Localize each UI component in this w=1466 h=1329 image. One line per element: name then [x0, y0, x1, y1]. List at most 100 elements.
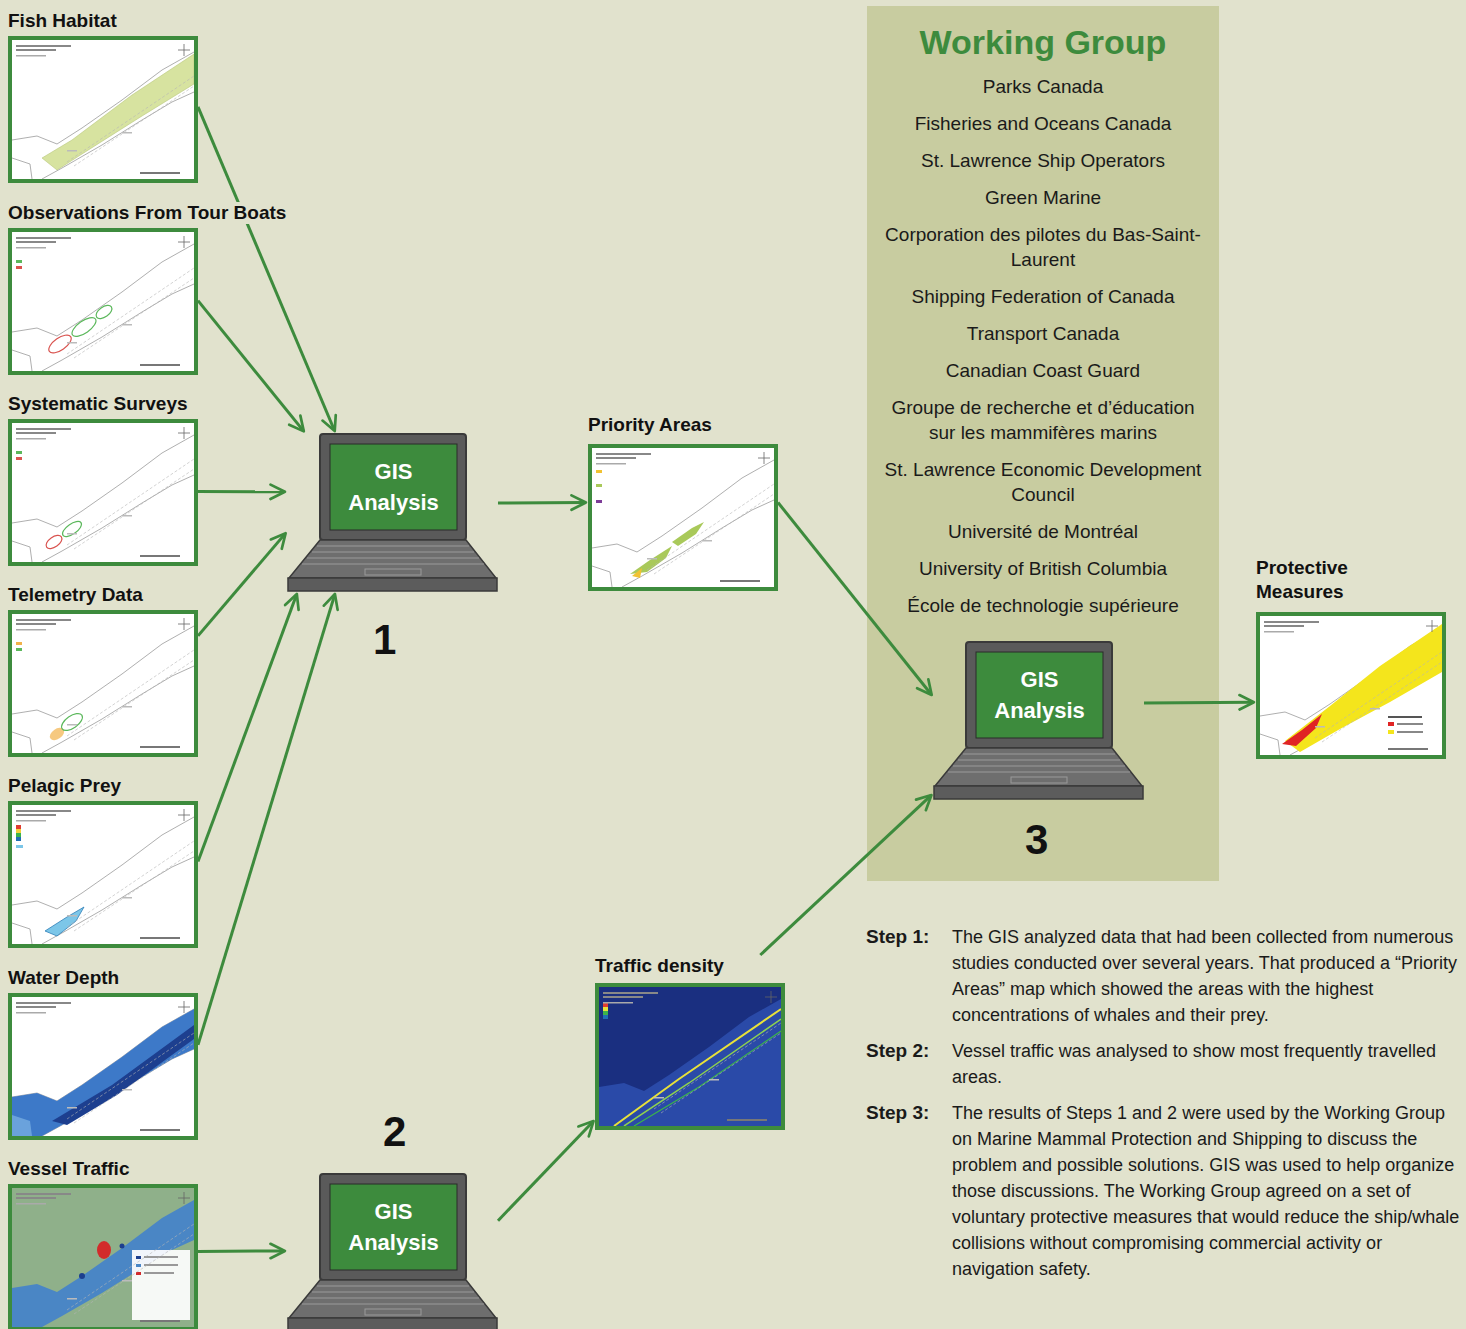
illustration-part: [596, 484, 602, 487]
illustration-part: [122, 132, 132, 134]
illustration-part: [603, 1015, 608, 1019]
illustration-part: [42, 284, 194, 371]
illustration-part: [596, 470, 602, 473]
illustration-part: [12, 732, 32, 753]
callout-number: 3: [1025, 816, 1048, 864]
illustration-part: [614, 1009, 781, 1126]
illustration-part: [599, 987, 781, 1091]
map-heading: Fish Habitat: [8, 10, 120, 32]
illustration-part: [12, 923, 32, 944]
illustration-part: [178, 809, 190, 821]
illustration-part: [132, 1250, 190, 1320]
illustration-part: [59, 710, 86, 734]
callout-number: 1: [373, 616, 396, 664]
illustration-part: [647, 558, 657, 560]
illustration-part: [16, 814, 56, 816]
illustration-part: [1264, 631, 1294, 633]
member-name: Université de Montréal: [876, 519, 1210, 544]
illustration-part: [67, 841, 194, 927]
member-name: Canadian Coast Guard: [876, 358, 1210, 383]
illustration-part: [46, 332, 74, 357]
gis-laptop: GIS Analysis: [933, 641, 1144, 800]
illustration-part: [1322, 662, 1442, 742]
illustration-part: [136, 1256, 141, 1259]
illustration-part: [16, 837, 21, 841]
illustration-part: [122, 897, 132, 899]
illustration-part: [16, 1002, 71, 1004]
illustration-part: [654, 1023, 781, 1109]
illustration-part: [1370, 708, 1380, 710]
illustration-part: [178, 618, 190, 630]
illustration-part: [67, 76, 194, 162]
illustration-part: [67, 1033, 194, 1119]
illustration-part: [16, 623, 56, 625]
illustration-part: [12, 1188, 194, 1327]
illustration-part: [1426, 620, 1438, 632]
map-node: Water Depth: [8, 967, 198, 1140]
illustration-part: [140, 555, 180, 557]
map-node: Vessel Traffic: [8, 1158, 198, 1329]
flow-arrow: [498, 501, 585, 504]
map-node: Traffic density: [595, 955, 785, 1130]
illustration-part: [624, 1019, 781, 1126]
gis-laptop: GIS Analysis: [287, 433, 498, 592]
illustration-part: [16, 432, 56, 434]
illustration-part: [647, 484, 774, 570]
step-notes: Step 1:The GIS analyzed data that had be…: [866, 924, 1460, 1292]
illustration-part: [365, 1309, 421, 1315]
map-heading: Water Depth: [8, 967, 122, 989]
illustration-part: [67, 724, 77, 726]
map-frame: [595, 983, 785, 1130]
illustration-part: [67, 533, 77, 535]
illustration-part: [702, 540, 712, 542]
map-node: Pelagic Prey: [8, 775, 198, 948]
illustration-part: [42, 92, 194, 179]
map-heading: Pelagic Prey: [8, 775, 124, 797]
illustration-part: [16, 1006, 56, 1008]
illustration-part: [596, 453, 651, 455]
member-name: Corporation des pilotes du Bas-Saint-Lau…: [876, 222, 1210, 272]
illustration-part: [67, 1298, 77, 1300]
illustration-part: [976, 652, 1103, 738]
illustration-part: [16, 260, 22, 263]
illustration-part: [16, 629, 46, 631]
step-text: The results of Steps 1 and 2 were used b…: [952, 1100, 1460, 1282]
illustration-part: [16, 457, 22, 460]
illustration-part: [599, 987, 781, 1126]
illustration-part: [1260, 616, 1442, 755]
illustration-part: [74, 660, 194, 740]
illustration-part: [16, 451, 22, 454]
illustration-part: [16, 1012, 46, 1014]
illustration-part: [603, 996, 643, 998]
illustration-part: [42, 666, 194, 753]
illustration-part: [1388, 716, 1422, 718]
map-frame: [8, 610, 198, 757]
illustration-part: [74, 1043, 194, 1123]
illustration-part: [16, 619, 71, 621]
illustration-part: [16, 845, 23, 848]
illustration-part: [330, 1184, 457, 1270]
illustration-part: [74, 851, 194, 931]
illustration-part: [16, 1193, 71, 1195]
flow-arrow: [198, 534, 285, 636]
gis-screen-label: GIS Analysis: [338, 1196, 450, 1258]
map-heading: Priority Areas: [588, 414, 715, 436]
illustration-part: [603, 1002, 633, 1004]
illustration-part: [52, 1025, 194, 1125]
illustration-part: [42, 475, 194, 562]
illustration-part: [67, 459, 194, 545]
gis-screen-label: GIS Analysis: [984, 664, 1096, 726]
illustration-part: [16, 55, 46, 57]
illustration-part: [720, 580, 760, 582]
step-label: Step 2:: [866, 1038, 952, 1090]
illustration-part: [48, 725, 67, 742]
step-row: Step 3:The results of Steps 1 and 2 were…: [866, 1100, 1460, 1282]
member-name: St. Lawrence Economic Development Counci…: [876, 457, 1210, 507]
illustration-part: [178, 236, 190, 248]
illustration-part: [596, 463, 626, 465]
illustration-part: [12, 435, 194, 527]
map-illustration: [12, 40, 194, 179]
flow-arrow: [498, 1122, 593, 1221]
map-frame: [8, 419, 198, 566]
illustration-part: [948, 754, 1130, 772]
